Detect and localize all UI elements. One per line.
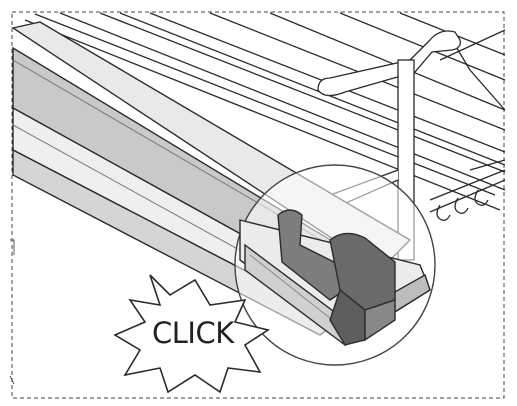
starburst-icon [113,274,270,394]
callout-text: CLICK [152,316,235,350]
edge-mark-top [10,239,15,255]
edge-mark-bottom [9,375,15,385]
dashed-frame [11,11,505,399]
clip-icon [277,209,396,346]
